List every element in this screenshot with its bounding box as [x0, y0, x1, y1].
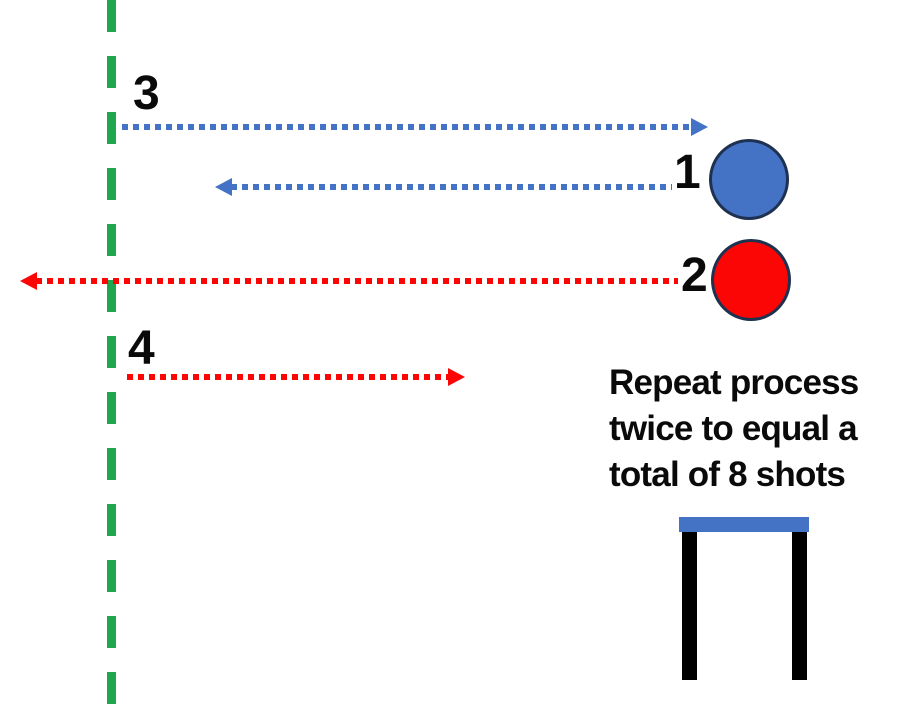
- arrow-shot-4-dotted-line: [127, 374, 449, 380]
- arrow-shot-1-left: [215, 178, 672, 196]
- arrow-shot-3-right: [122, 118, 708, 136]
- arrow-shot-3-head-icon: [691, 118, 708, 136]
- table-leg-right: [792, 532, 807, 680]
- shot-3-label: 3: [133, 67, 160, 120]
- repeat-note-line-1: Repeat process: [609, 363, 859, 402]
- arrow-shot-2-left: [20, 272, 678, 290]
- arrow-shot-1-head-icon: [215, 178, 232, 196]
- arrow-shot-3-dotted-line: [122, 124, 692, 130]
- table-top: [679, 517, 809, 532]
- shot-1-label: 1: [674, 146, 701, 199]
- arrow-shot-1-dotted-line: [231, 184, 672, 190]
- repeat-note-line-3: total of 8 shots: [609, 455, 846, 494]
- repeat-note: Repeat process twice to equal a total of…: [609, 360, 859, 498]
- table-leg-left: [682, 532, 697, 680]
- shot-4-label: 4: [128, 322, 155, 375]
- arrow-shot-4-right: [127, 368, 465, 386]
- blue-ball: [709, 139, 789, 220]
- arrow-shot-2-head-icon: [20, 272, 37, 290]
- red-ball: [711, 239, 791, 321]
- arrow-shot-2-dotted-line: [36, 278, 678, 284]
- arrow-shot-4-head-icon: [448, 368, 465, 386]
- shot-2-label: 2: [681, 249, 708, 302]
- repeat-note-line-2: twice to equal a: [609, 409, 858, 448]
- start-line-green-dashed: [107, 0, 116, 725]
